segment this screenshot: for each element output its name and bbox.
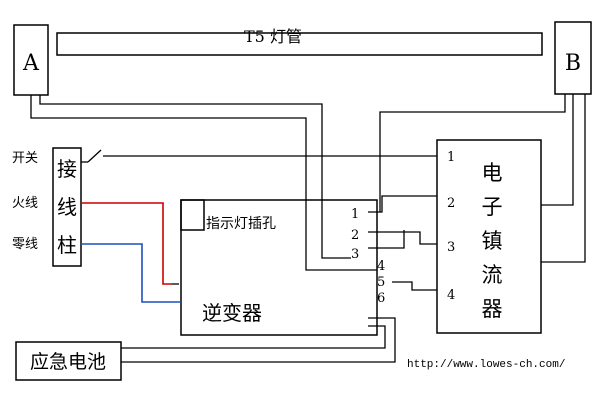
- ballast-char-1: 电: [482, 161, 503, 185]
- inverter-pin-5: 5: [377, 275, 385, 290]
- terminal-block: [52, 147, 82, 267]
- ballast-pin-3: 3: [447, 240, 455, 255]
- ballast-pin-4: 4: [447, 288, 455, 303]
- ballast-pin-1: 1: [447, 150, 455, 165]
- wire-live: [81, 202, 172, 285]
- switch-label: 开关: [12, 151, 38, 166]
- ballast-box: [436, 139, 542, 334]
- wire-a-inner: [39, 95, 351, 259]
- ballast-char-4: 流: [482, 263, 503, 287]
- wire-b-right: [541, 94, 586, 263]
- wire-inv1-bal2: [368, 195, 437, 213]
- wire-battery-bottom: [121, 325, 386, 349]
- inverter-pin-4: 4: [377, 259, 385, 274]
- terminal-char-2: 线: [57, 195, 77, 219]
- ballast-char-3: 镇: [482, 229, 503, 253]
- wires: [30, 94, 586, 363]
- inverter-pin-1: 1: [351, 207, 359, 222]
- indicator-label: 指示灯插孔: [206, 216, 276, 232]
- ballast-char-2: 子: [482, 195, 503, 219]
- inverter-label: 逆变器: [202, 301, 262, 325]
- live-label: 火线: [12, 196, 38, 211]
- t5-tube: [56, 32, 543, 56]
- wire-b-mid: [541, 94, 574, 206]
- indicator-socket: [180, 199, 205, 231]
- watermark-url: http://www.lowes-ch.com/: [407, 359, 565, 371]
- switch-lever: [87, 149, 102, 163]
- wire-battery-top: [121, 317, 396, 363]
- neutral-label: 零线: [12, 237, 38, 252]
- inverter-pin-6: 6: [377, 291, 385, 306]
- wire-inv-return: [368, 230, 405, 249]
- ballast-pin-2: 2: [447, 196, 455, 211]
- wire-neutral: [81, 243, 181, 303]
- end-cap-b-label: B: [565, 51, 581, 76]
- terminal-char-1: 接: [57, 157, 77, 181]
- battery-box: [15, 341, 122, 381]
- inverter-box: [180, 199, 378, 336]
- wire-b-left: [379, 94, 566, 212]
- wire-inv5-bal4: [392, 281, 437, 291]
- inverter-pin-3: 3: [351, 247, 359, 262]
- wire-a-outer: [30, 95, 377, 271]
- battery-label: 应急电池: [30, 351, 106, 373]
- ballast-char-5: 器: [482, 297, 503, 321]
- inverter-pin-2: 2: [351, 228, 359, 243]
- terminal-char-3: 柱: [57, 233, 77, 257]
- tube-label: T5 灯管: [244, 27, 302, 46]
- wire-inv2-bal3: [368, 231, 437, 245]
- end-cap-a-label: A: [22, 51, 40, 76]
